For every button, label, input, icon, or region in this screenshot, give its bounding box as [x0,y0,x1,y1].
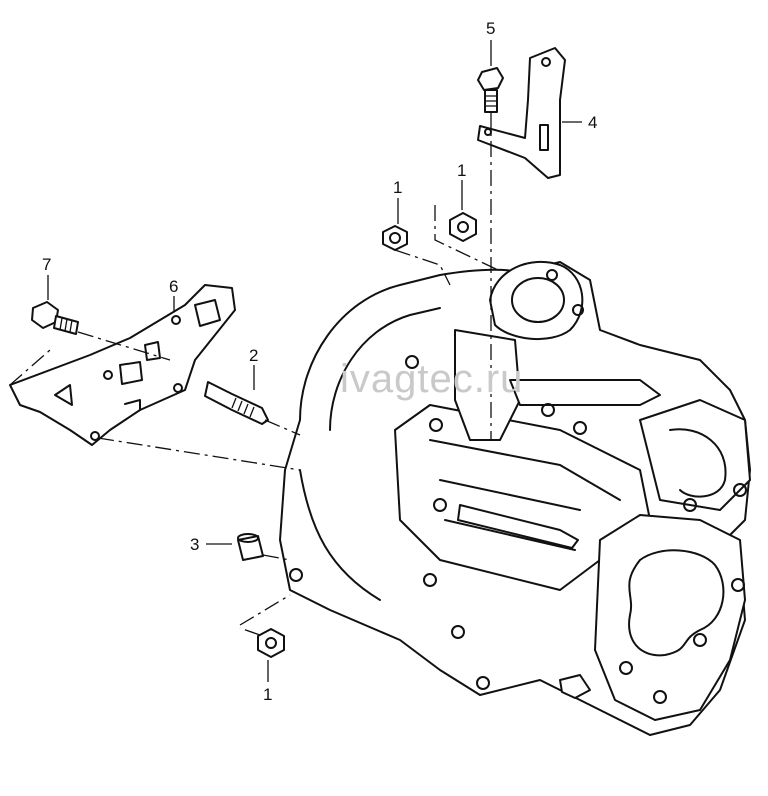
part-2-stud [204,381,269,425]
part-6-shield-plate [9,284,236,446]
callout-4: 4 [588,113,597,132]
leader-lines [47,40,582,682]
part-7-bolt [31,301,79,335]
callout-1-top-left: 1 [393,178,402,197]
callout-labels: 1 1 1 2 3 4 5 6 7 [42,19,597,704]
part-1-nut-top-left [382,225,408,251]
callout-2: 2 [249,346,258,365]
assembly-lines [9,112,499,636]
part-1-nut-top-right [449,212,477,242]
callout-5: 5 [486,19,495,38]
housing-bolt-bosses [289,269,747,704]
callout-1-top-right: 1 [457,161,466,180]
gearbox-housing [279,260,751,736]
part-3-sleeve [237,533,264,561]
watermark-text: ivagtec.ru [340,357,523,401]
part-1-nut-bottom [257,628,285,658]
part-5-bolt [477,67,504,113]
callout-1-bottom: 1 [263,685,272,704]
callout-3: 3 [190,535,199,554]
callout-6: 6 [169,277,178,296]
callout-7: 7 [42,255,51,274]
part-4-bracket [477,47,566,179]
